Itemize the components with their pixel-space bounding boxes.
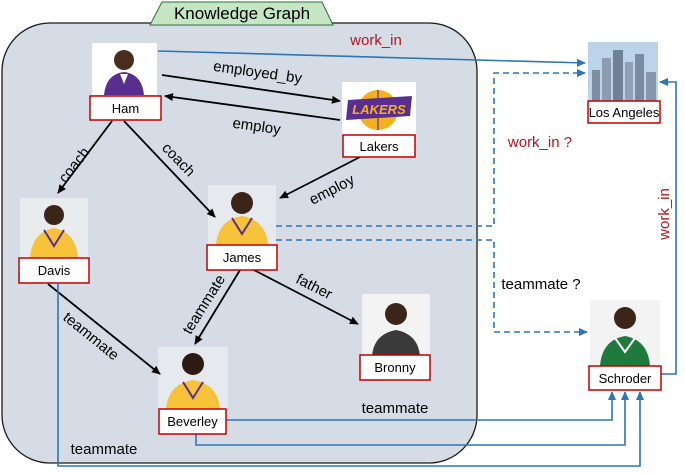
label-employ-ham: employ — [231, 115, 282, 139]
label-work-in-schroder: work_in — [656, 188, 673, 241]
edge-teammate-davis-beverley — [47, 283, 161, 375]
label-teammate-beverley-schroder: teammate — [362, 400, 429, 417]
node-james[interactable]: James — [206, 244, 278, 271]
edge-employ-james — [279, 156, 361, 199]
edge-employed-by — [161, 74, 341, 104]
node-davis[interactable]: Davis — [18, 257, 90, 284]
edge-employ-ham — [164, 93, 341, 121]
bronny-photo — [362, 294, 430, 356]
node-james-label: James — [223, 250, 262, 265]
edge-work-in-schroder — [659, 78, 677, 375]
edge-work-in-ham — [157, 50, 586, 67]
label-work-in-ham: work_in — [349, 32, 402, 49]
node-schroder[interactable]: Schroder — [588, 365, 662, 391]
lakers-logo-text: LAKERS — [352, 102, 406, 117]
ham-photo — [92, 43, 157, 95]
edge-beverley-schroder-link — [226, 391, 616, 421]
node-ham[interactable]: Ham — [89, 95, 162, 121]
node-davis-label: Davis — [38, 263, 71, 278]
label-teammate-query: teammate ? — [501, 276, 580, 293]
title-banner: Knowledge Graph — [149, 1, 334, 26]
edge-coach-james — [123, 120, 216, 218]
node-schroder-label: Schroder — [599, 371, 652, 386]
los-angeles-photo — [588, 42, 658, 102]
node-ham-label: Ham — [112, 101, 139, 116]
edge-teammate-query — [276, 239, 588, 336]
edge-teammate-james-beverley — [194, 269, 241, 345]
lakers-logo: LAKERS — [342, 82, 416, 135]
beverley-photo — [158, 347, 228, 409]
edge-teammate-beverley-schroder — [195, 391, 629, 446]
node-los-angeles-label: Los Angeles — [589, 105, 660, 120]
node-lakers[interactable]: Lakers — [342, 134, 416, 158]
node-bronny-label: Bronny — [374, 360, 416, 375]
edge-work-in-query — [276, 69, 586, 227]
edge-coach-davis — [57, 120, 113, 194]
label-teammate-davis-schroder: teammate — [71, 441, 138, 458]
node-bronny[interactable]: Bronny — [359, 354, 431, 381]
node-lakers-label: Lakers — [359, 139, 399, 154]
node-los-angeles[interactable]: Los Angeles — [587, 100, 661, 124]
node-beverley-label: Beverley — [167, 414, 218, 429]
edge-teammate-davis-schroder — [57, 284, 644, 467]
davis-photo — [20, 198, 88, 258]
node-beverley[interactable]: Beverley — [158, 408, 227, 435]
james-photo — [208, 185, 276, 245]
schroder-photo — [590, 300, 660, 366]
label-work-in-query: work_in ? — [507, 134, 572, 151]
edge-father — [253, 269, 359, 325]
diagram-title: Knowledge Graph — [174, 4, 310, 23]
